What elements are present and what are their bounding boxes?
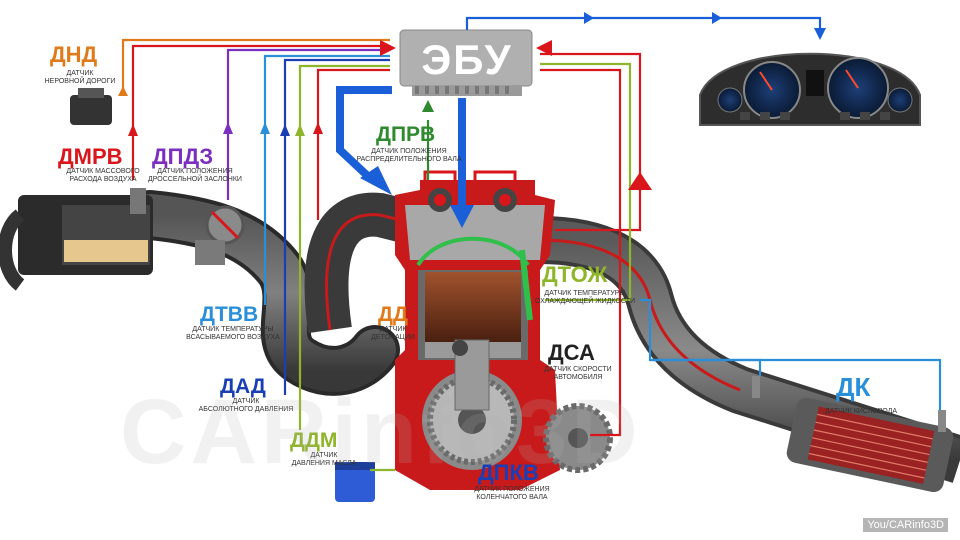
ecu-label: ЭБУ xyxy=(421,36,513,83)
oil-filter xyxy=(335,462,375,502)
wire-arrows xyxy=(118,12,826,190)
throttle-body xyxy=(195,205,245,265)
dmrv-desc: ДАТЧИК МАССОВОГО РАСХОДА ВОЗДУХА xyxy=(66,168,140,183)
channel-badge: You/CARinfo3D xyxy=(863,518,948,532)
speed-gear xyxy=(543,403,613,473)
dtvv-desc: ДАТЧИК ТЕМПЕРАТУРЫ ВСАСЫВАЕМОГО ВОЗДУХА xyxy=(186,326,280,341)
instrument-cluster xyxy=(699,52,921,126)
dd-desc: ДАТЧИК ДЕТОНАЦИИ xyxy=(371,326,415,341)
ecu-control-arrows xyxy=(336,86,474,228)
dpkv-desc: ДАТЧИК ПОЛОЖЕНИЯ КОЛЕНЧАТОГО ВАЛА xyxy=(474,486,550,501)
dprv-desc: ДАТЧИК ПОЛОЖЕНИЯ РАСПРЕДЕЛИТЕЛЬНОГО ВАЛА xyxy=(356,148,462,163)
dk-label: ДК xyxy=(836,372,871,402)
dk-desc: ДАТЧИК КИСЛОРОДА xyxy=(824,408,898,415)
channel-prefix: You xyxy=(867,519,886,531)
dsa-label: ДСА xyxy=(548,340,595,365)
dtvv-label: ДТВВ xyxy=(200,303,259,326)
road-sensor xyxy=(70,88,112,125)
dad-label: ДАД xyxy=(220,375,266,398)
ddm-label: ДДМ xyxy=(290,429,338,452)
watermark: CARinfo3D xyxy=(120,381,642,483)
dtozh-label: ДТОЖ xyxy=(542,262,608,287)
oxygen-sensor-2 xyxy=(938,410,946,432)
dpdz-label: ДПДЗ xyxy=(152,144,214,169)
oxygen-sensor-1 xyxy=(752,376,760,398)
dtozh-desc: ДАТЧИК ТЕМПЕРАТУРЫ ОХЛАЖДАЮЩЕЙ ЖИДКОСТИ xyxy=(534,290,636,305)
dd-label: ДД xyxy=(378,303,408,326)
air-filter xyxy=(0,188,153,291)
dmrv-label: ДМРВ xyxy=(58,144,123,169)
ddm-desc: ДАТЧИК ДАВЛЕНИЯ МАСЛА xyxy=(291,452,357,467)
dpkv-label: ДПКВ xyxy=(478,460,539,485)
dad-desc: ДАТЧИК АБСОЛЮТНОГО ДАВЛЕНИЯ xyxy=(198,398,294,413)
engine xyxy=(395,170,560,490)
dnd-label: ДНД xyxy=(50,42,98,67)
dprv-label: ДПРВ xyxy=(376,123,436,146)
ecu-box xyxy=(399,29,533,96)
dsa-desc: ДАТЧИК СКОРОСТИ АВТОМОБИЛЯ xyxy=(544,366,612,381)
dnd-desc: ДАТЧИК НЕРОВНОЙ ДОРОГИ xyxy=(44,70,116,85)
dpdz-desc: ДАТЧИК ПОЛОЖЕНИЯ ДРОССЕЛЬНОЙ ЗАСЛОНКИ xyxy=(148,168,242,183)
channel-name: /CARinfo3D xyxy=(885,519,944,531)
